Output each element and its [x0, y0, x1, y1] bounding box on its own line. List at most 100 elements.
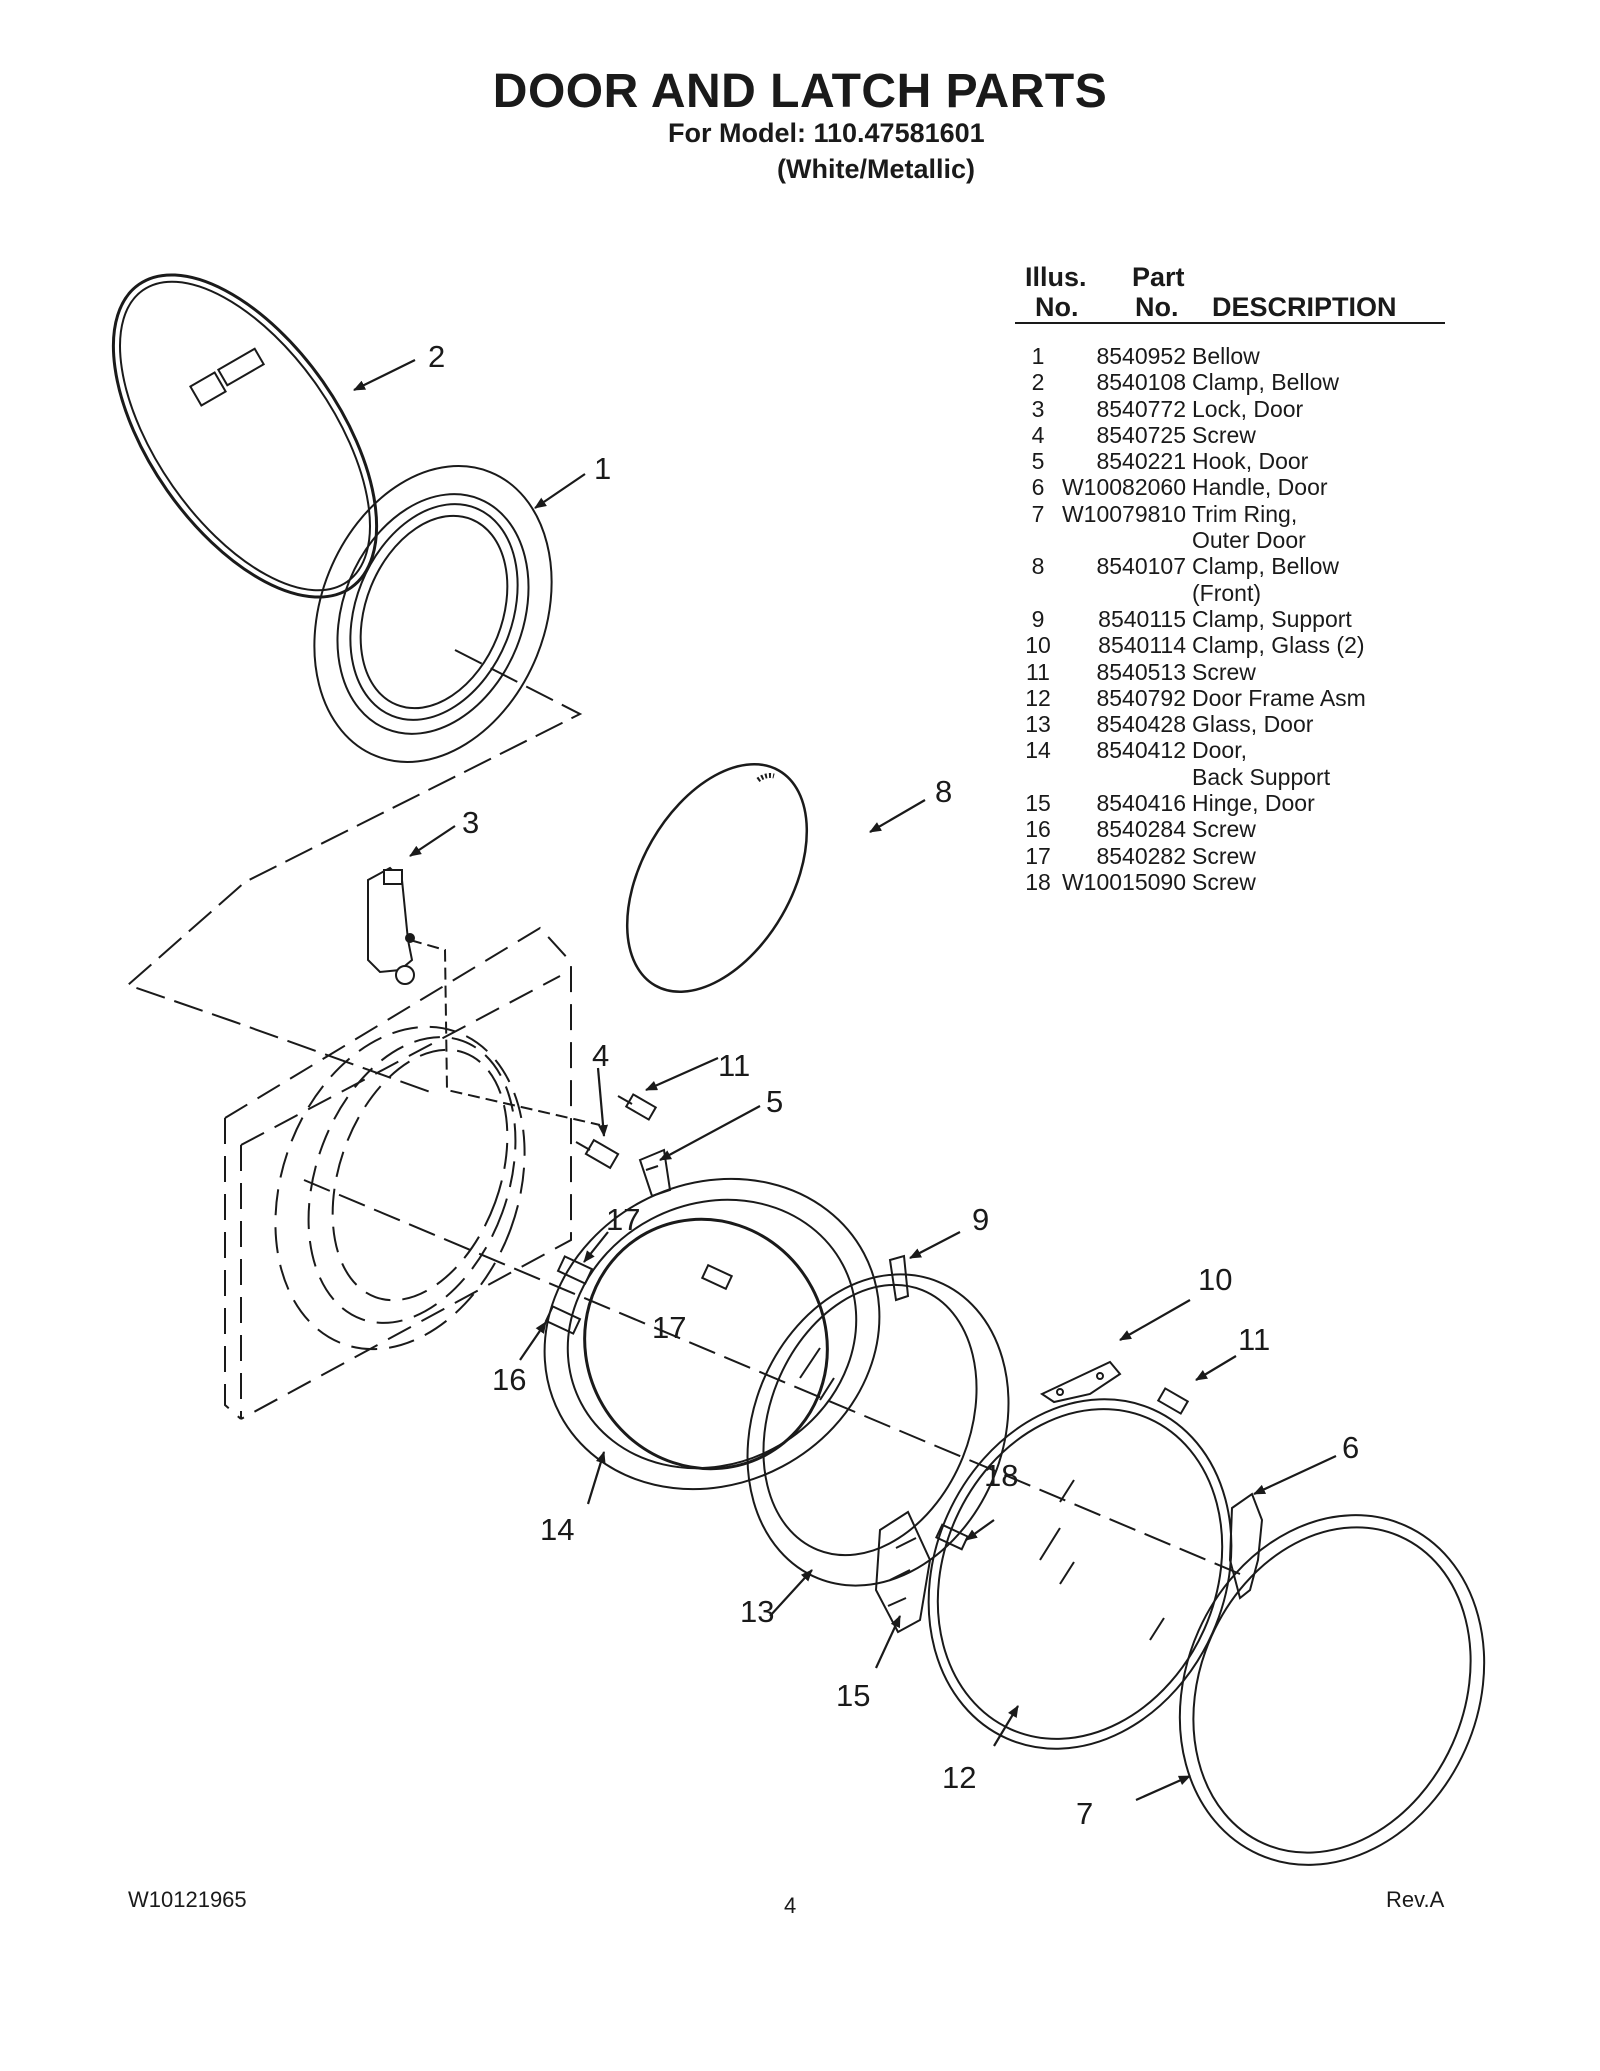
illus-number: 10 — [1025, 632, 1051, 659]
illus-number: 7 — [1031, 500, 1045, 527]
illus-number: 4 — [1031, 421, 1045, 448]
callout-1: 1 — [594, 451, 611, 486]
description: Clamp, Bellow — [1192, 369, 1339, 396]
callout-arrows — [353, 359, 1337, 1802]
description: Handle, Door — [1192, 474, 1328, 501]
part-number: 8540107 — [1096, 553, 1186, 580]
cabinet-front-panel — [224, 926, 572, 1420]
description: Door Frame Asm — [1192, 684, 1366, 711]
illus-number: 18 — [1025, 868, 1051, 895]
description: Clamp, Support — [1192, 605, 1352, 632]
illus-number: 16 — [1025, 816, 1051, 843]
part-number — [1061, 527, 1192, 553]
part-number: 8540952 — [1096, 343, 1186, 369]
illus-number: 13 — [1025, 711, 1051, 738]
callout-2: 2 — [428, 339, 445, 374]
illus-number: 1 — [1031, 343, 1045, 369]
screw-17b-part — [700, 1263, 734, 1291]
table-row: Outer Door — [1015, 527, 1445, 553]
illus-number: 5 — [1031, 448, 1045, 475]
part-number: 8540772 — [1096, 395, 1186, 422]
illus-number: 17 — [1025, 842, 1051, 869]
description: Hook, Door — [1192, 448, 1309, 475]
part-number — [1061, 580, 1192, 606]
table-row: (Front) — [1015, 580, 1445, 606]
bellow-clamp-part — [111, 273, 379, 599]
callout-9: 9 — [972, 1202, 989, 1237]
callout-3: 3 — [462, 805, 479, 840]
part-number: 8540115 — [1098, 605, 1186, 632]
trim-ring-part — [1178, 1514, 1486, 1866]
header-illus-no: No. — [1035, 292, 1079, 322]
callout-11b: 11 — [1238, 1322, 1270, 1357]
callout-14: 14 — [540, 1512, 574, 1547]
illus-number: 3 — [1031, 395, 1045, 422]
header-rule — [1015, 322, 1445, 324]
callout-18: 18 — [984, 1458, 1018, 1493]
bellow-part — [126, 465, 583, 1094]
description: (Front) — [1192, 579, 1261, 606]
callout-16: 16 — [492, 1362, 526, 1397]
part-number: 8540416 — [1096, 790, 1186, 817]
description: Bellow — [1192, 343, 1260, 369]
part-number: W10082060 — [1061, 474, 1186, 501]
illus-number: 9 — [1031, 605, 1045, 632]
callout-10: 10 — [1198, 1262, 1232, 1297]
description: Screw — [1192, 658, 1256, 685]
illus-number: 6 — [1031, 474, 1045, 501]
illus-number: 14 — [1025, 737, 1051, 764]
part-number: 8540428 — [1096, 711, 1186, 738]
part-number: 8540412 — [1096, 737, 1186, 764]
description: Screw — [1192, 842, 1256, 869]
description: Hinge, Door — [1192, 790, 1315, 817]
description: Clamp, Glass (2) — [1192, 632, 1365, 659]
door-frame-part — [927, 1398, 1233, 1750]
assembly-centerline — [303, 1179, 1241, 1575]
description: Clamp, Bellow — [1192, 553, 1339, 580]
description: Door, — [1192, 737, 1247, 764]
glass-clamp-part — [1039, 1360, 1122, 1404]
page-title: DOOR AND LATCH PARTS — [492, 65, 1108, 118]
door-back-support-part — [543, 1177, 881, 1491]
description: Glass, Door — [1192, 711, 1314, 738]
callout-17b: 17 — [652, 1310, 686, 1345]
description: Screw — [1192, 421, 1256, 448]
description: Back Support — [1192, 763, 1331, 790]
illus-number: 12 — [1025, 684, 1051, 711]
description: Outer Door — [1192, 527, 1306, 554]
callout-11a: 11 — [718, 1048, 750, 1083]
illus-number: 8 — [1031, 553, 1045, 580]
door-lock-part — [367, 866, 601, 1126]
part-number — [1061, 764, 1192, 790]
variant-line: (White/Metallic) — [777, 154, 976, 184]
description: Screw — [1192, 868, 1256, 895]
part-number: 8540792 — [1096, 684, 1186, 711]
table-row: Back Support — [1015, 764, 1445, 790]
part-number: 8540114 — [1098, 632, 1186, 659]
illus-number — [1015, 527, 1061, 553]
illus-number — [1015, 764, 1061, 790]
header-illus: Illus. — [1025, 262, 1087, 292]
illus-number: 11 — [1026, 658, 1050, 685]
callout-15: 15 — [836, 1678, 870, 1713]
callout-6: 6 — [1342, 1430, 1359, 1465]
header-part: Part — [1132, 262, 1185, 292]
page-number: 4 — [784, 1893, 797, 1918]
illus-number: 15 — [1025, 790, 1051, 817]
front-bellow-clamp-part — [625, 763, 809, 993]
illus-number: 2 — [1031, 369, 1045, 396]
